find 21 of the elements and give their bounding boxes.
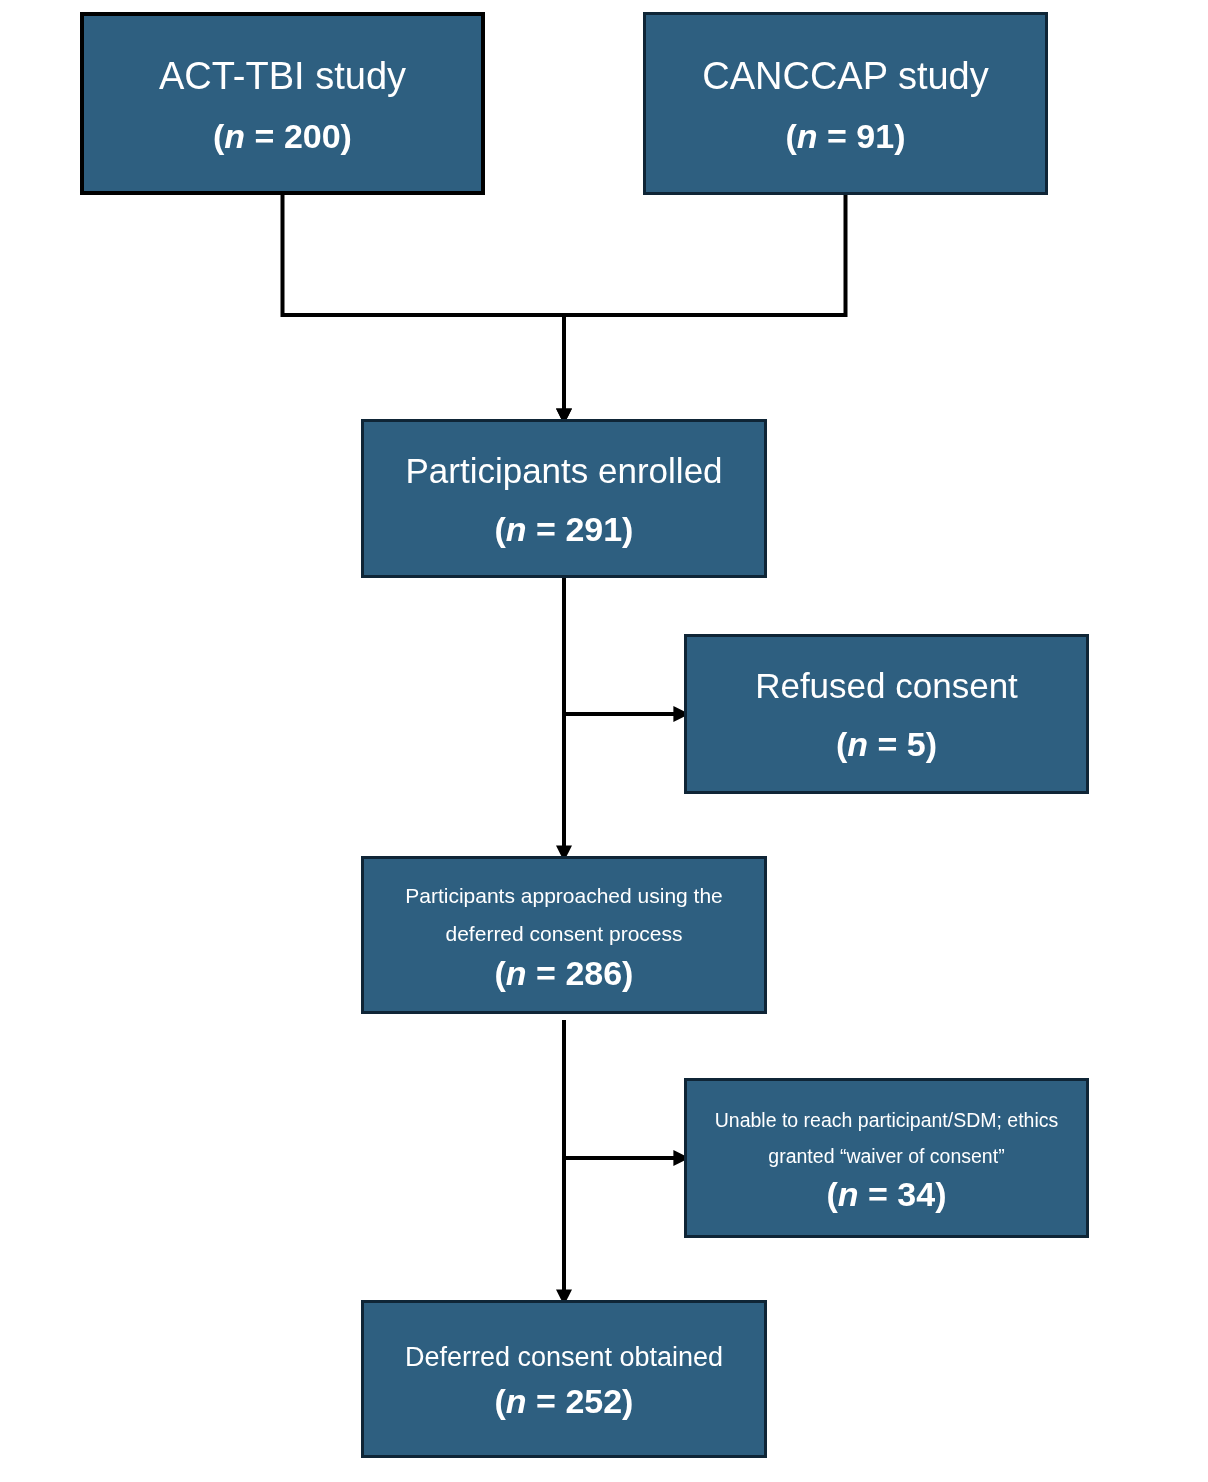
process-box (361, 1300, 767, 1458)
box-title: CANCCAP study (702, 53, 989, 99)
process-box (684, 1078, 1089, 1238)
box-title: Deferred consent obtained (404, 1341, 724, 1374)
count-label: (n = 5) (835, 724, 938, 764)
count-label: (n = 286) (494, 953, 634, 993)
process-box (643, 12, 1048, 195)
box-title: Unable to reach participant/SDM; ethics granted “waiver of consent” (713, 1108, 1060, 1169)
box-title: Participants approached using the deferred consent process (404, 883, 724, 947)
process-box (684, 634, 1089, 794)
count-label: (n = 34) (826, 1174, 947, 1214)
process-box (361, 856, 767, 1014)
count-label: (n = 252) (494, 1381, 634, 1421)
count-label: (n = 291) (494, 508, 634, 549)
box-title: ACT-TBI study (158, 53, 407, 99)
count-label: (n = 91) (785, 115, 906, 156)
box-title: Refused consent (755, 665, 1018, 707)
process-box (361, 419, 767, 578)
count-label: (n = 200) (213, 115, 352, 156)
process-box (80, 12, 485, 195)
box-title: Participants enrolled (405, 449, 723, 492)
